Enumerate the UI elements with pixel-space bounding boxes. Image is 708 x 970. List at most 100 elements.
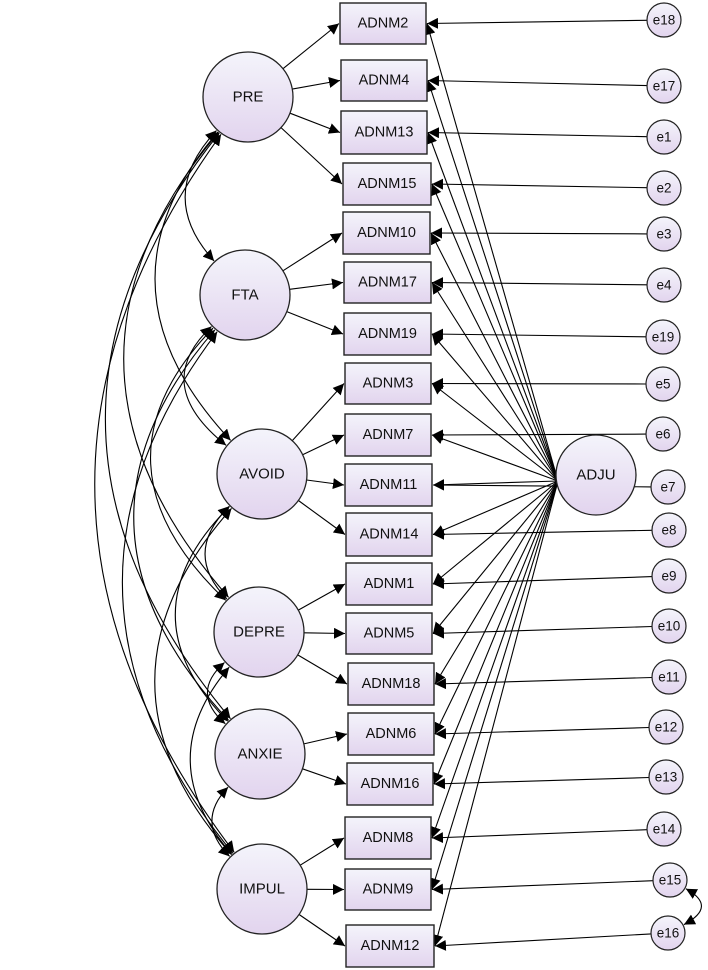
indicator-node-adnm16: ADNM16 xyxy=(346,762,434,806)
error-label: e16 xyxy=(657,926,680,941)
covariance-arrow-pre-fta xyxy=(184,130,217,262)
error-circle xyxy=(646,170,682,206)
covariance-arrow-fta-impul xyxy=(121,331,234,854)
latent-node-anxie: ANXIE xyxy=(214,708,306,800)
error-node-e6: e6 xyxy=(645,416,681,452)
indicator-box xyxy=(343,261,432,304)
error-arrow-e17 xyxy=(427,75,648,87)
indicator-node-adnm5: ADNM5 xyxy=(345,612,433,655)
indicator-label: ADNM4 xyxy=(359,73,410,89)
indicator-label: ADNM19 xyxy=(358,326,417,342)
error-circle xyxy=(645,416,681,452)
latent-circle xyxy=(216,843,308,935)
latent-circle xyxy=(199,249,291,341)
indicator-label: ADNM5 xyxy=(364,626,415,642)
loading-arrow-fta-adnm10 xyxy=(282,232,343,272)
error-node-e1: e1 xyxy=(646,119,682,155)
error-node-e3: e3 xyxy=(646,216,682,252)
error-label: e14 xyxy=(653,822,676,837)
error-label: e2 xyxy=(656,181,671,196)
indicator-label: ADNM8 xyxy=(363,830,414,846)
error-circle xyxy=(651,659,687,695)
error-arrow-e16 xyxy=(434,933,652,951)
latent-node-depre: DEPRE xyxy=(213,586,305,678)
indicator-label: ADNM13 xyxy=(355,125,414,141)
indicator-node-adnm19: ADNM19 xyxy=(343,312,432,356)
general-loading-arrow-adnm12 xyxy=(432,480,559,947)
error-label: e7 xyxy=(660,480,675,495)
indicator-label: ADNM16 xyxy=(361,776,420,792)
indicator-node-adnm2: ADNM2 xyxy=(339,2,427,45)
general-loading-arrow-adnm4 xyxy=(426,80,559,482)
indicator-node-adnm15: ADNM15 xyxy=(342,162,432,206)
loading-arrow-fta-adnm19 xyxy=(286,311,344,336)
indicator-node-adnm18: ADNM18 xyxy=(347,662,435,706)
indicator-label: ADNM18 xyxy=(362,676,421,692)
latent-label: IMPUL xyxy=(239,881,285,898)
indicator-label: ADNM1 xyxy=(364,576,415,592)
indicator-box xyxy=(344,463,433,507)
general-loading-arrow-adnm7 xyxy=(431,433,559,482)
latent-circle xyxy=(214,708,306,800)
loading-arrow-avoid-adnm14 xyxy=(298,500,346,535)
error-arrow-e12 xyxy=(434,726,650,740)
error-arrow-e13 xyxy=(433,776,650,790)
indicator-node-adnm17: ADNM17 xyxy=(343,261,432,304)
indicator-box xyxy=(342,162,432,206)
error-circle xyxy=(651,512,687,548)
covariance-arrow-pre-depre xyxy=(123,131,230,598)
error-covariance-arrow-e15-e16 xyxy=(683,888,702,926)
error-arrow-e5 xyxy=(431,378,647,390)
covariance-arrow-avoid-anxie xyxy=(174,506,230,722)
error-circle xyxy=(646,2,682,38)
error-node-e18: e18 xyxy=(646,2,682,38)
general-loading-arrow-adnm14 xyxy=(432,480,559,536)
loading-arrow-fta-adnm17 xyxy=(289,278,344,290)
error-node-e2: e2 xyxy=(646,170,682,206)
error-arrow-e1 xyxy=(427,127,648,139)
error-arrow-e10 xyxy=(432,625,653,639)
loading-arrow-depre-adnm18 xyxy=(297,654,348,685)
error-arrow-e4 xyxy=(431,277,648,289)
error-label: e10 xyxy=(658,619,681,634)
latent-circle xyxy=(555,434,637,516)
indicator-box xyxy=(344,413,432,457)
error-arrow-e3 xyxy=(430,227,648,239)
error-node-e17: e17 xyxy=(646,68,682,104)
indicator-box xyxy=(347,712,435,756)
general-loading-arrow-adnm1 xyxy=(432,480,559,585)
indicator-label: ADNM17 xyxy=(358,275,417,291)
general-loading-arrow-adnm11 xyxy=(432,479,559,491)
indicator-box xyxy=(346,762,434,806)
indicator-node-adnm13: ADNM13 xyxy=(340,110,428,155)
error-circle xyxy=(651,558,687,594)
general-loading-arrow-adnm10 xyxy=(430,232,559,482)
indicator-box xyxy=(342,211,431,255)
path-arrows xyxy=(94,17,702,951)
error-circle xyxy=(648,759,684,795)
error-node-e9: e9 xyxy=(651,558,687,594)
latent-label: PRE xyxy=(233,89,264,106)
error-arrow-e19 xyxy=(431,328,647,340)
error-label: e6 xyxy=(655,427,670,442)
indicator-node-adnm3: ADNM3 xyxy=(344,362,432,405)
indicator-box xyxy=(340,59,428,102)
error-circle xyxy=(650,469,686,505)
indicator-label: ADNM2 xyxy=(358,16,409,32)
error-circle xyxy=(646,811,682,847)
latent-label: ADJU xyxy=(576,467,615,484)
error-label: e12 xyxy=(655,720,678,735)
latent-node-adju: ADJU xyxy=(555,434,637,516)
error-arrow-e15 xyxy=(431,880,654,895)
general-loading-arrow-adnm17 xyxy=(431,282,559,482)
latent-node-avoid: AVOID xyxy=(216,428,308,520)
error-node-e11: e11 xyxy=(651,659,687,695)
error-arrow-e14 xyxy=(431,829,648,844)
general-loading-arrow-adnm13 xyxy=(426,132,559,482)
error-arrow-e2 xyxy=(431,178,648,190)
latent-label: FTA xyxy=(231,287,258,304)
error-node-e19: e19 xyxy=(645,319,681,355)
indicator-node-adnm8: ADNM8 xyxy=(344,816,432,860)
error-arrow-e18 xyxy=(426,17,648,29)
